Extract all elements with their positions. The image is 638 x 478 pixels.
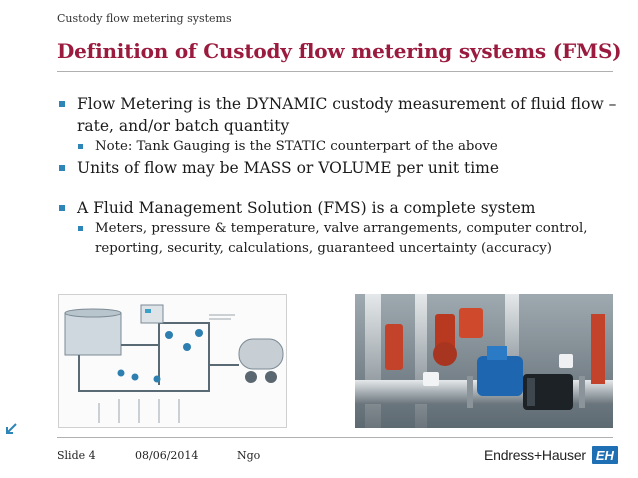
pipework-photo (355, 294, 613, 428)
logo-mark: EH (591, 446, 618, 464)
sub-bullet-text: Note: Tank Gauging is the STATIC counter… (95, 139, 498, 154)
bullet-item: Flow Metering is the DYNAMIC custody mea… (57, 93, 617, 137)
arrow-down-left-icon[interactable] (4, 422, 18, 436)
bullet-text: A Fluid Management Solution (FMS) is a c… (77, 199, 536, 217)
bullet-marker (59, 101, 65, 107)
bullet-marker (59, 165, 65, 171)
slide-author: Ngo (237, 449, 261, 462)
slide-number: Slide 4 (57, 449, 96, 462)
bullet-marker (78, 226, 83, 231)
flow-schematic-drawing (59, 295, 286, 427)
company-logo: Endress+Hauser EH (484, 445, 618, 465)
slide-title: Definition of Custody flow metering syst… (57, 39, 622, 63)
bullet-item: Units of flow may be MASS or VOLUME per … (57, 157, 617, 179)
bullet-marker (59, 205, 65, 211)
bullet-item: A Fluid Management Solution (FMS) is a c… (57, 197, 617, 219)
logo-text: Endress+Hauser (484, 447, 586, 463)
bullet-marker (78, 144, 83, 149)
sub-bullet-item: Meters, pressure & temperature, valve ar… (57, 219, 617, 259)
title-divider (57, 71, 613, 72)
pipework-photo-drawing (355, 294, 613, 428)
slide-date: 08/06/2014 (135, 449, 199, 462)
bullet-list: Flow Metering is the DYNAMIC custody mea… (57, 93, 617, 259)
bullet-text: Flow Metering is the DYNAMIC custody mea… (77, 95, 617, 135)
bullet-text: Units of flow may be MASS or VOLUME per … (77, 159, 500, 177)
sub-bullet-item: Note: Tank Gauging is the STATIC counter… (57, 137, 617, 157)
flow-schematic-image (58, 294, 287, 428)
sub-bullet-text: Meters, pressure & temperature, valve ar… (95, 221, 588, 256)
section-label: Custody flow metering systems (57, 12, 232, 25)
footer-divider (57, 437, 613, 438)
